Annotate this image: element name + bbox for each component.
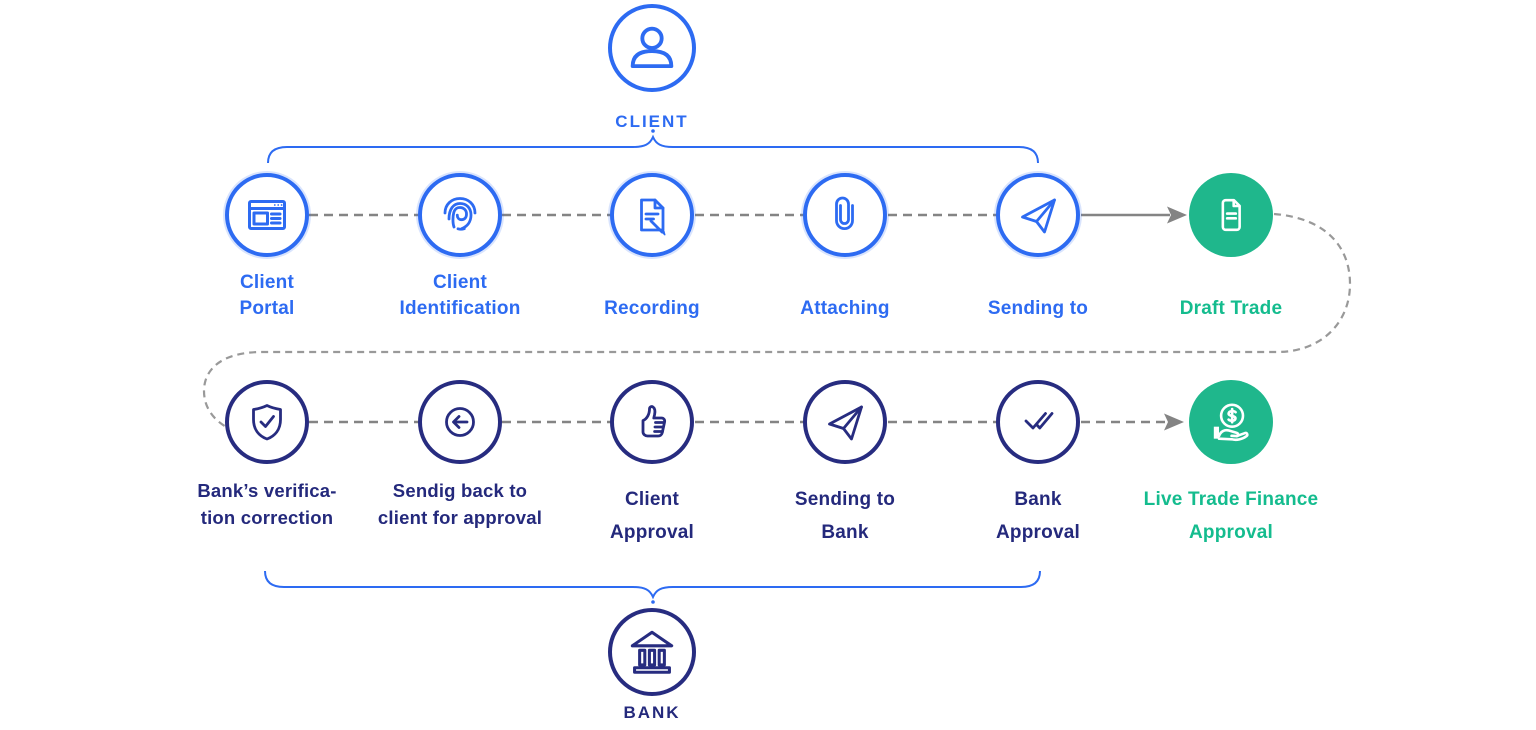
node-label: Recording (604, 298, 700, 319)
bank-building-icon (630, 630, 674, 674)
node-label: Sending to (987, 298, 1089, 319)
node-client-portal (225, 173, 309, 257)
node-label: Client Approval (610, 489, 694, 543)
node-live-trade-finance-approval (1189, 380, 1273, 464)
paper-plane-icon (1021, 198, 1056, 234)
node-label: Attaching (800, 298, 890, 319)
node-label: Client Portal (239, 272, 295, 319)
paperclip-icon (835, 196, 854, 230)
node-client-identification (418, 173, 502, 257)
document-edit-icon (640, 198, 666, 236)
bank-hub-label: BANK (623, 703, 681, 722)
node-attaching (803, 173, 887, 257)
node-label: Live Trade Finance Approval (1143, 489, 1319, 543)
node-label: Client Identification (399, 272, 521, 319)
node-label: Bank Approval (996, 489, 1080, 543)
row1-arrow (1081, 206, 1187, 224)
node-sending-back-to-client (418, 380, 502, 464)
bank-brace (264, 570, 1041, 604)
client-hub-label: CLIENT (615, 112, 689, 131)
node-bank-approval (996, 380, 1080, 464)
node-recording (610, 173, 694, 257)
node-draft-trade (1189, 173, 1273, 257)
bank-hub (608, 608, 696, 696)
node-label: Draft Trade (1179, 298, 1283, 319)
fingerprint-icon (443, 197, 477, 231)
browser-window-icon (248, 200, 286, 230)
hand-dollar-icon (1213, 403, 1249, 442)
row2-arrow (1081, 413, 1184, 431)
node-label: Sendig back to client for approval (377, 480, 543, 528)
person-icon (630, 26, 674, 69)
thumbs-up-icon (641, 405, 667, 438)
double-check-icon (1024, 412, 1054, 430)
loopback-connector (202, 212, 1352, 430)
client-hub (608, 4, 696, 92)
arrow-left-circle-icon (445, 407, 475, 437)
document-icon (1221, 198, 1241, 232)
paper-plane-icon (828, 405, 863, 441)
node-label: Sending to Bank (794, 489, 896, 543)
node-client-approval (610, 380, 694, 464)
shield-check-icon (252, 404, 282, 441)
client-brace (267, 129, 1039, 164)
node-sending-to (996, 173, 1080, 257)
node-label: Bank’s verifica- tion correction (197, 480, 337, 528)
node-bank-verification-correction (225, 380, 309, 464)
node-sending-to-bank (803, 380, 887, 464)
